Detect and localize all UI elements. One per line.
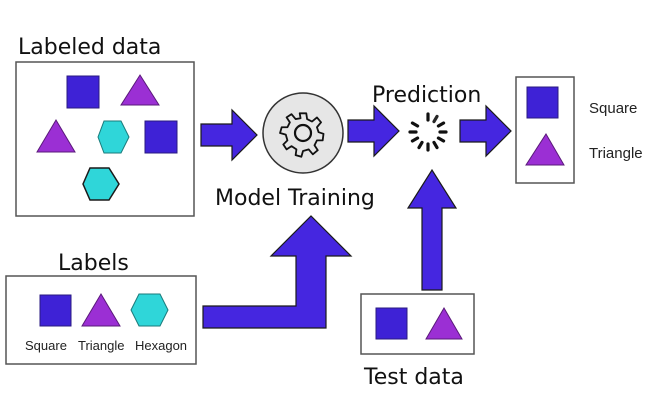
labeled-square-2: [144, 120, 178, 154]
arrow-test-to-prediction: [406, 168, 458, 291]
label-name-hexagon: Hexagon: [135, 338, 187, 353]
output-label-triangle: Triangle: [589, 145, 643, 162]
gear-icon: [279, 112, 325, 158]
model-training-title: Model Training: [215, 186, 375, 211]
test-square: [375, 307, 408, 340]
labeled-triangle-1: [120, 74, 160, 106]
label-square-shape: [39, 294, 72, 327]
test-triangle: [425, 307, 463, 340]
prediction-title: Prediction: [372, 83, 481, 108]
label-triangle-shape: [81, 293, 121, 327]
output-triangle: [525, 133, 565, 166]
labeled-square-1: [66, 75, 100, 109]
arrow-prediction-to-output: [459, 104, 512, 158]
label-name-triangle: Triangle: [78, 338, 124, 353]
model-circle: [262, 92, 344, 174]
labels-box: [5, 275, 197, 365]
labeled-hexagon-2: [82, 167, 120, 201]
label-hexagon-shape: [130, 293, 169, 327]
labeled-data-title: Labeled data: [18, 35, 161, 60]
label-name-square: Square: [25, 338, 67, 353]
output-square: [526, 86, 559, 119]
arrow-labels-to-model: [202, 215, 353, 329]
output-label-square: Square: [589, 100, 637, 117]
loading-spinner-icon: [408, 112, 448, 152]
arrow-data-to-model: [200, 108, 258, 162]
test-data-title: Test data: [363, 365, 464, 390]
labeled-triangle-2: [36, 119, 76, 153]
labels-title: Labels: [58, 251, 129, 276]
labeled-hexagon-1: [97, 120, 130, 154]
arrow-model-to-prediction: [347, 104, 400, 158]
